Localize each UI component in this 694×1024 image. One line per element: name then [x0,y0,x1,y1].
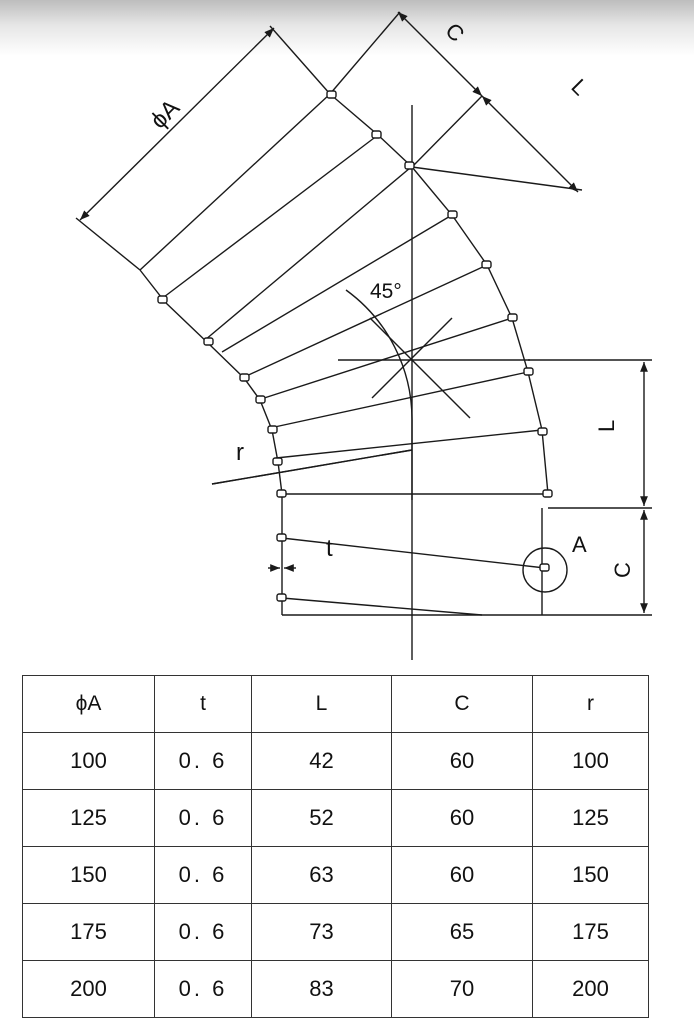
label-l-top: L [566,74,592,100]
rivet [539,563,550,572]
cell-length: 42 [251,732,392,790]
table-row: 175 0. 6 73 65 175 [22,903,649,961]
label-l-right: L [594,420,619,432]
center-line-diagonal [369,317,471,419]
cell-thickness: 0. 6 [154,732,252,790]
label-c-right: C [610,562,635,578]
cell-c: 60 [391,846,533,904]
cell-c: 60 [391,732,533,790]
dim-ext-c-top [329,11,401,95]
cell-radius: 125 [532,789,649,847]
rivet [447,210,458,219]
segment-seam [241,264,488,379]
table-row: 200 0. 6 83 70 200 [22,960,649,1018]
rivet [255,395,266,404]
table-row: 125 0. 6 52 60 125 [22,789,649,847]
cell-radius: 175 [532,903,649,961]
rivet [203,337,214,346]
segment-seam [221,214,453,353]
header-length: L [251,675,392,733]
label-c-top: C [440,18,469,47]
rivet [272,457,283,466]
header-radius: r [532,675,649,733]
label-angle: 45° [370,280,402,303]
label-radius: r [236,439,244,466]
dim-line-l-top [481,95,579,193]
table-row: 150 0. 6 63 60 150 [22,846,649,904]
cell-thickness: 0. 6 [154,846,252,904]
outer-wall [329,93,549,495]
dim-line-phi-a [79,27,275,221]
rivet [542,489,553,498]
rivet [537,427,548,436]
rivet [326,90,337,99]
bend-centerline-arc [345,289,413,500]
rivet [157,295,168,304]
center-line-diagonal-2 [371,317,453,399]
rivet [267,425,278,434]
dim-ext-a-left [75,217,141,271]
cell-length: 73 [251,903,392,961]
rivet [523,367,534,376]
dim-ext-mid [411,95,483,168]
table-row: 100 0. 6 42 60 100 [22,732,649,790]
segment-seam [257,317,513,401]
rivet [276,593,287,602]
cell-thickness: 0. 6 [154,960,252,1018]
seam-line-lower [281,597,483,616]
cell-length: 83 [251,960,392,1018]
cell-thickness: 0. 6 [154,789,252,847]
cell-c: 60 [391,789,533,847]
cell-radius: 150 [532,846,649,904]
dim-ext-a-right [269,25,331,95]
label-detail-a: A [572,532,587,557]
inner-wall [139,269,283,495]
header-thickness: t [154,675,252,733]
detail-circle-a [522,547,568,593]
cell-c: 65 [391,903,533,961]
label-phi-a: ϕA [145,94,185,134]
header-c: C [391,675,533,733]
radius-leader [211,449,413,485]
elbow-drawing: ϕA C L 45° r t A L C [75,11,652,660]
rivet [276,489,287,498]
cell-diameter: 100 [22,732,155,790]
cell-diameter: 150 [22,846,155,904]
cell-length: 52 [251,789,392,847]
table-header-row: ϕA t L C r [22,675,649,733]
rivet [239,373,250,382]
cell-diameter: 125 [22,789,155,847]
rivet [276,533,287,542]
segment-seam [275,429,543,459]
cell-diameter: 200 [22,960,155,1018]
cell-thickness: 0. 6 [154,903,252,961]
header-diameter: ϕA [22,675,155,733]
rivet [371,130,382,139]
cell-radius: 200 [532,960,649,1018]
cell-c: 70 [391,960,533,1018]
segment-seam [204,167,411,341]
segment-seam [159,134,379,301]
dim-line-c-top [397,11,483,97]
rivet [507,313,518,322]
rivet [404,161,415,170]
spec-table: ϕA t L C r 100 0. 6 42 60 100 125 0. 6 5… [22,675,649,1018]
segment-seam [269,371,529,429]
cell-radius: 100 [532,732,649,790]
seam-line-upper [281,537,546,569]
cell-diameter: 175 [22,903,155,961]
label-thickness: t [326,535,333,562]
rivet [481,260,492,269]
cell-length: 63 [251,846,392,904]
